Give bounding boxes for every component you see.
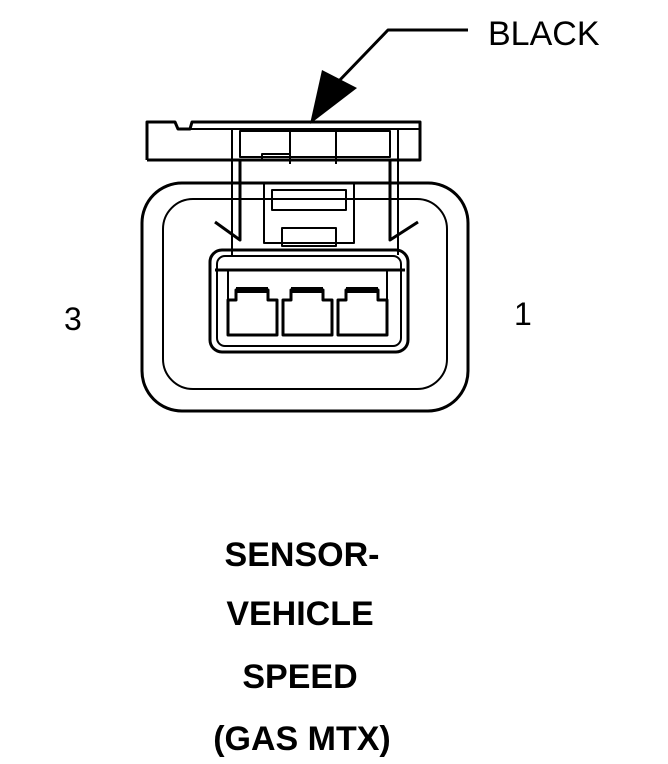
title-line-4: (GAS MTX) <box>213 720 391 758</box>
callout-leader <box>310 28 468 124</box>
title-line-1: SENSOR- <box>225 536 380 574</box>
title-line-3: SPEED <box>242 658 357 696</box>
title-line-2: VEHICLE <box>226 595 373 633</box>
wire-color-label: BLACK <box>488 15 600 53</box>
pin-number-left: 3 <box>64 301 82 337</box>
connector-title: SENSOR- VEHICLE SPEED (GAS MTX) <box>213 536 391 758</box>
pin-number-right: 1 <box>514 296 532 332</box>
connector-body <box>140 120 470 413</box>
terminal-cavities <box>226 270 389 337</box>
